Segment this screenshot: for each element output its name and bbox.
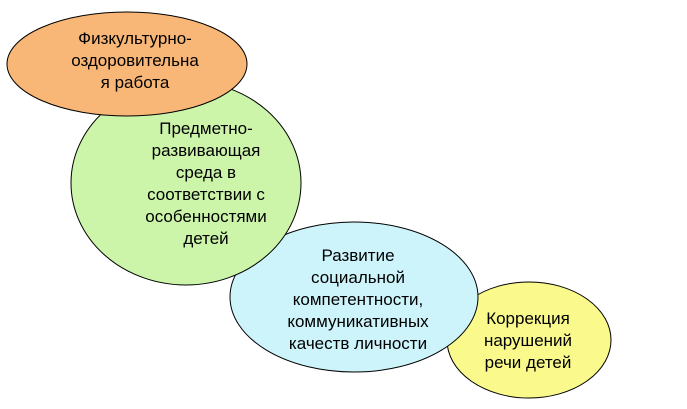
speech-correction-label: Коррекция нарушений речи детей	[483, 309, 573, 372]
developing-environment-label: Предметно- развивающая среда в соответст…	[145, 119, 267, 248]
social-competence-label: Развитие социальной компетентности, комм…	[287, 246, 429, 353]
physical-education-ellipse	[6, 11, 248, 117]
physical-education-label: Физкультурно- оздоровительна я работа	[71, 29, 199, 92]
social-competence-ellipse	[229, 221, 479, 373]
